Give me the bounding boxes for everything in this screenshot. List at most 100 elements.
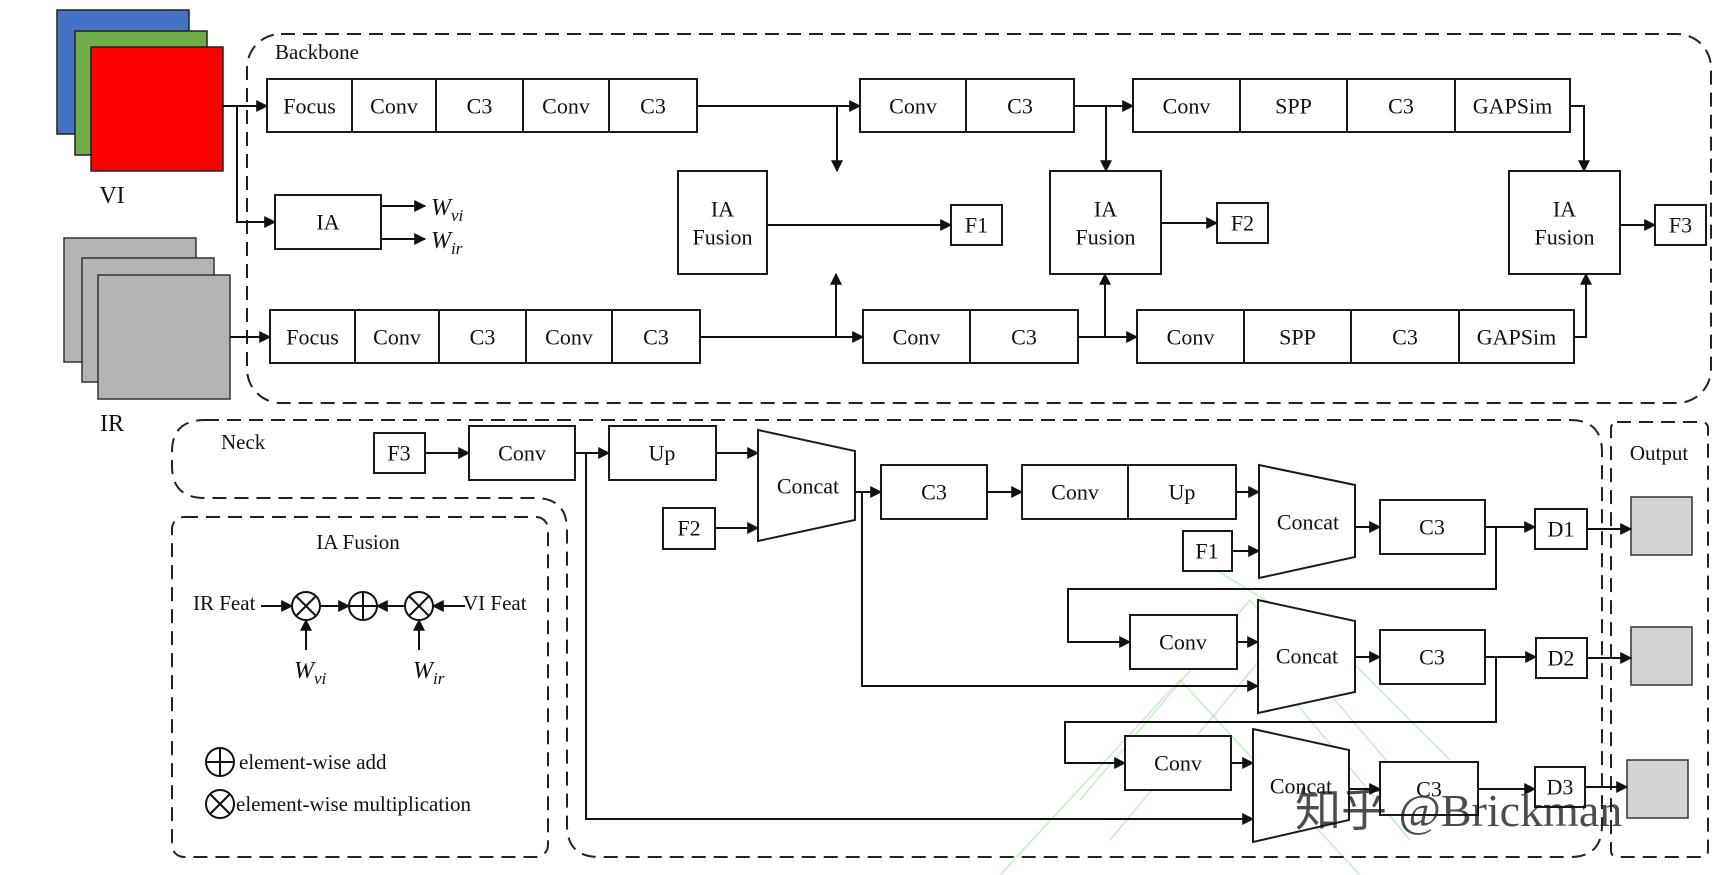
svg-text:Concat: Concat <box>1270 774 1332 799</box>
vi-to-ia-arrow <box>236 106 277 228</box>
block-c3 <box>435 78 524 133</box>
legend-add-icon <box>348 591 378 621</box>
svg-text:IA: IA <box>316 210 339 235</box>
svg-text:C3: C3 <box>1419 645 1445 670</box>
weight-wir-label: Wir <box>431 228 463 258</box>
feature-output-f3 <box>1654 204 1707 246</box>
block-conv <box>1132 78 1241 133</box>
legend-multiply-text: element-wise multiplication <box>236 792 472 816</box>
backbone-connectors <box>810 100 1592 343</box>
svg-text:IA: IA <box>1553 197 1576 222</box>
neck-blocks: F3 Conv Up F2 Concat C3 Conv Up F1 Conca… <box>373 425 1588 844</box>
backbone-vi-stage2: Conv C3 <box>859 78 1075 133</box>
output-map-2 <box>1630 626 1693 686</box>
block-label: Conv <box>893 325 941 350</box>
svg-text:Conv: Conv <box>498 441 546 466</box>
block-conv <box>351 78 437 133</box>
neck-container <box>171 419 1603 858</box>
legend-multiply-right-icon <box>404 591 434 621</box>
block-label: Focus <box>283 94 336 119</box>
vi-image-stack <box>56 9 224 172</box>
block-label: C3 <box>1388 94 1414 119</box>
neck-c3-4: C3 <box>1379 761 1479 816</box>
legend-weight-wir: Wir <box>413 658 445 688</box>
svg-text:Fusion: Fusion <box>693 225 753 250</box>
svg-text:IA: IA <box>1094 197 1117 222</box>
feature-output-label: F1 <box>965 213 988 238</box>
block-gapsim <box>1458 309 1575 364</box>
element-wise-add-icon <box>205 747 235 777</box>
block-label: Conv <box>889 94 937 119</box>
ia-fusion-legend-container <box>171 516 549 858</box>
svg-text:C3: C3 <box>921 480 947 505</box>
block-label: SPP <box>1279 325 1316 350</box>
block-label: C3 <box>1392 325 1418 350</box>
svg-text:F2: F2 <box>677 516 700 541</box>
neck-title: Neck <box>221 430 266 454</box>
element-wise-multiply-icon <box>205 789 235 819</box>
neck-concat-1: Concat <box>757 428 856 543</box>
block-label: SPP <box>1275 94 1312 119</box>
svg-text:D3: D3 <box>1547 775 1574 800</box>
detect-head-d3: D3 <box>1534 766 1586 808</box>
svg-text:D1: D1 <box>1548 517 1575 542</box>
svg-text:Up: Up <box>1169 480 1196 505</box>
svg-text:C3: C3 <box>1416 777 1442 802</box>
svg-text:Conv: Conv <box>1159 630 1207 655</box>
backbone-ir-stage3: Conv SPP C3 GAPSim <box>1136 309 1575 364</box>
vi-label: VI <box>99 183 124 209</box>
block-conv <box>859 78 967 133</box>
detect-head-d1: D1 <box>1534 508 1588 550</box>
neck-f3-input: F3 <box>373 432 426 474</box>
block-conv <box>525 309 613 364</box>
block-label: Conv <box>370 94 418 119</box>
block-label: C3 <box>1011 325 1037 350</box>
output-map-1 <box>1630 496 1693 556</box>
ia-fusion-block-1: IA Fusion F1 <box>677 170 1003 275</box>
block-label: C3 <box>467 94 493 119</box>
ia-block: IA <box>274 194 382 250</box>
feature-output-f1 <box>950 204 1003 246</box>
block-label: C3 <box>643 325 669 350</box>
neck-concat-4: Concat <box>1252 727 1350 844</box>
watermark-text: 知乎 @Brickman <box>1295 785 1622 836</box>
legend-ir-feat: IR Feat <box>193 591 256 615</box>
svg-text:F1: F1 <box>1195 539 1218 564</box>
svg-text:Conv: Conv <box>1051 480 1099 505</box>
block-label: Conv <box>1167 325 1215 350</box>
ia-fusion-block-3: IA Fusion F3 <box>1508 170 1707 275</box>
backbone-title: Backbone <box>275 40 359 64</box>
block-c3 <box>611 309 701 364</box>
feature-output-label: F2 <box>1231 211 1254 236</box>
legend-arrows <box>261 600 465 650</box>
svg-text:Concat: Concat <box>777 474 839 499</box>
block-label: C3 <box>1007 94 1033 119</box>
svg-text:Up: Up <box>649 441 676 466</box>
feature-output-label: F3 <box>1669 213 1692 238</box>
block-label: GAPSim <box>1477 325 1556 350</box>
svg-text:Conv: Conv <box>1154 751 1202 776</box>
block-label: Focus <box>286 325 339 350</box>
weight-wvi-label: Wvi <box>431 195 464 225</box>
block-spp <box>1243 309 1352 364</box>
svg-text:Fusion: Fusion <box>1535 225 1595 250</box>
neck-conv-3: Conv <box>1129 614 1238 670</box>
neck-up-1: Up <box>608 425 717 481</box>
legend-add-text: element-wise add <box>239 750 387 774</box>
block-c3 <box>1350 309 1460 364</box>
block-label: Conv <box>373 325 421 350</box>
neck-f2-input: F2 <box>662 507 716 550</box>
svg-text:IA: IA <box>711 197 734 222</box>
svg-text:C3: C3 <box>1419 515 1445 540</box>
neck-c3-1: C3 <box>880 464 988 520</box>
neck-concat-3: Concat <box>1257 598 1356 715</box>
block-conv <box>354 309 440 364</box>
svg-text:F3: F3 <box>387 441 410 466</box>
output-map-3 <box>1626 759 1689 819</box>
block-label: Conv <box>1163 94 1211 119</box>
